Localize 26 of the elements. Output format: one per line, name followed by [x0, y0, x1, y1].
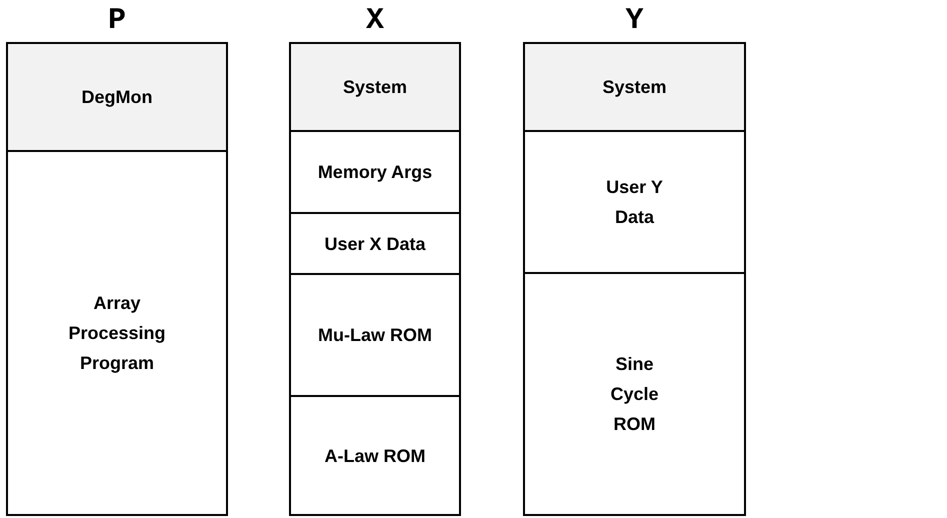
memory-segment — [6, 150, 228, 516]
memory-column — [523, 5, 746, 517]
memory-segment — [289, 273, 461, 397]
column-heading: P — [106, 5, 127, 37]
segment-label: A-Law ROM — [324, 444, 426, 468]
segment-label: Mu-Law ROM — [318, 324, 432, 347]
memory-segment — [523, 42, 746, 132]
memory-segment — [523, 272, 746, 516]
segment-label: System — [602, 76, 667, 99]
segment-label: Memory Args — [318, 161, 432, 184]
memory-segment — [289, 130, 461, 214]
segment-label: Array Processing Program — [68, 292, 166, 375]
segment-label: DegMon — [82, 86, 152, 109]
segment-label: User X Data — [324, 232, 426, 256]
memory-segment — [6, 42, 228, 152]
memory-column — [6, 5, 228, 517]
segment-label: System — [342, 76, 408, 99]
segment-label: Sine Cycle ROM — [610, 353, 659, 436]
memory-column — [289, 5, 461, 517]
column-heading: X — [364, 5, 385, 37]
segment-label: User Y Data — [605, 176, 664, 229]
column-heading: Y — [624, 5, 644, 37]
memory-segment — [289, 42, 461, 132]
memory-segment — [289, 395, 461, 516]
memory-segment — [289, 212, 461, 275]
memory-segment — [523, 130, 746, 274]
